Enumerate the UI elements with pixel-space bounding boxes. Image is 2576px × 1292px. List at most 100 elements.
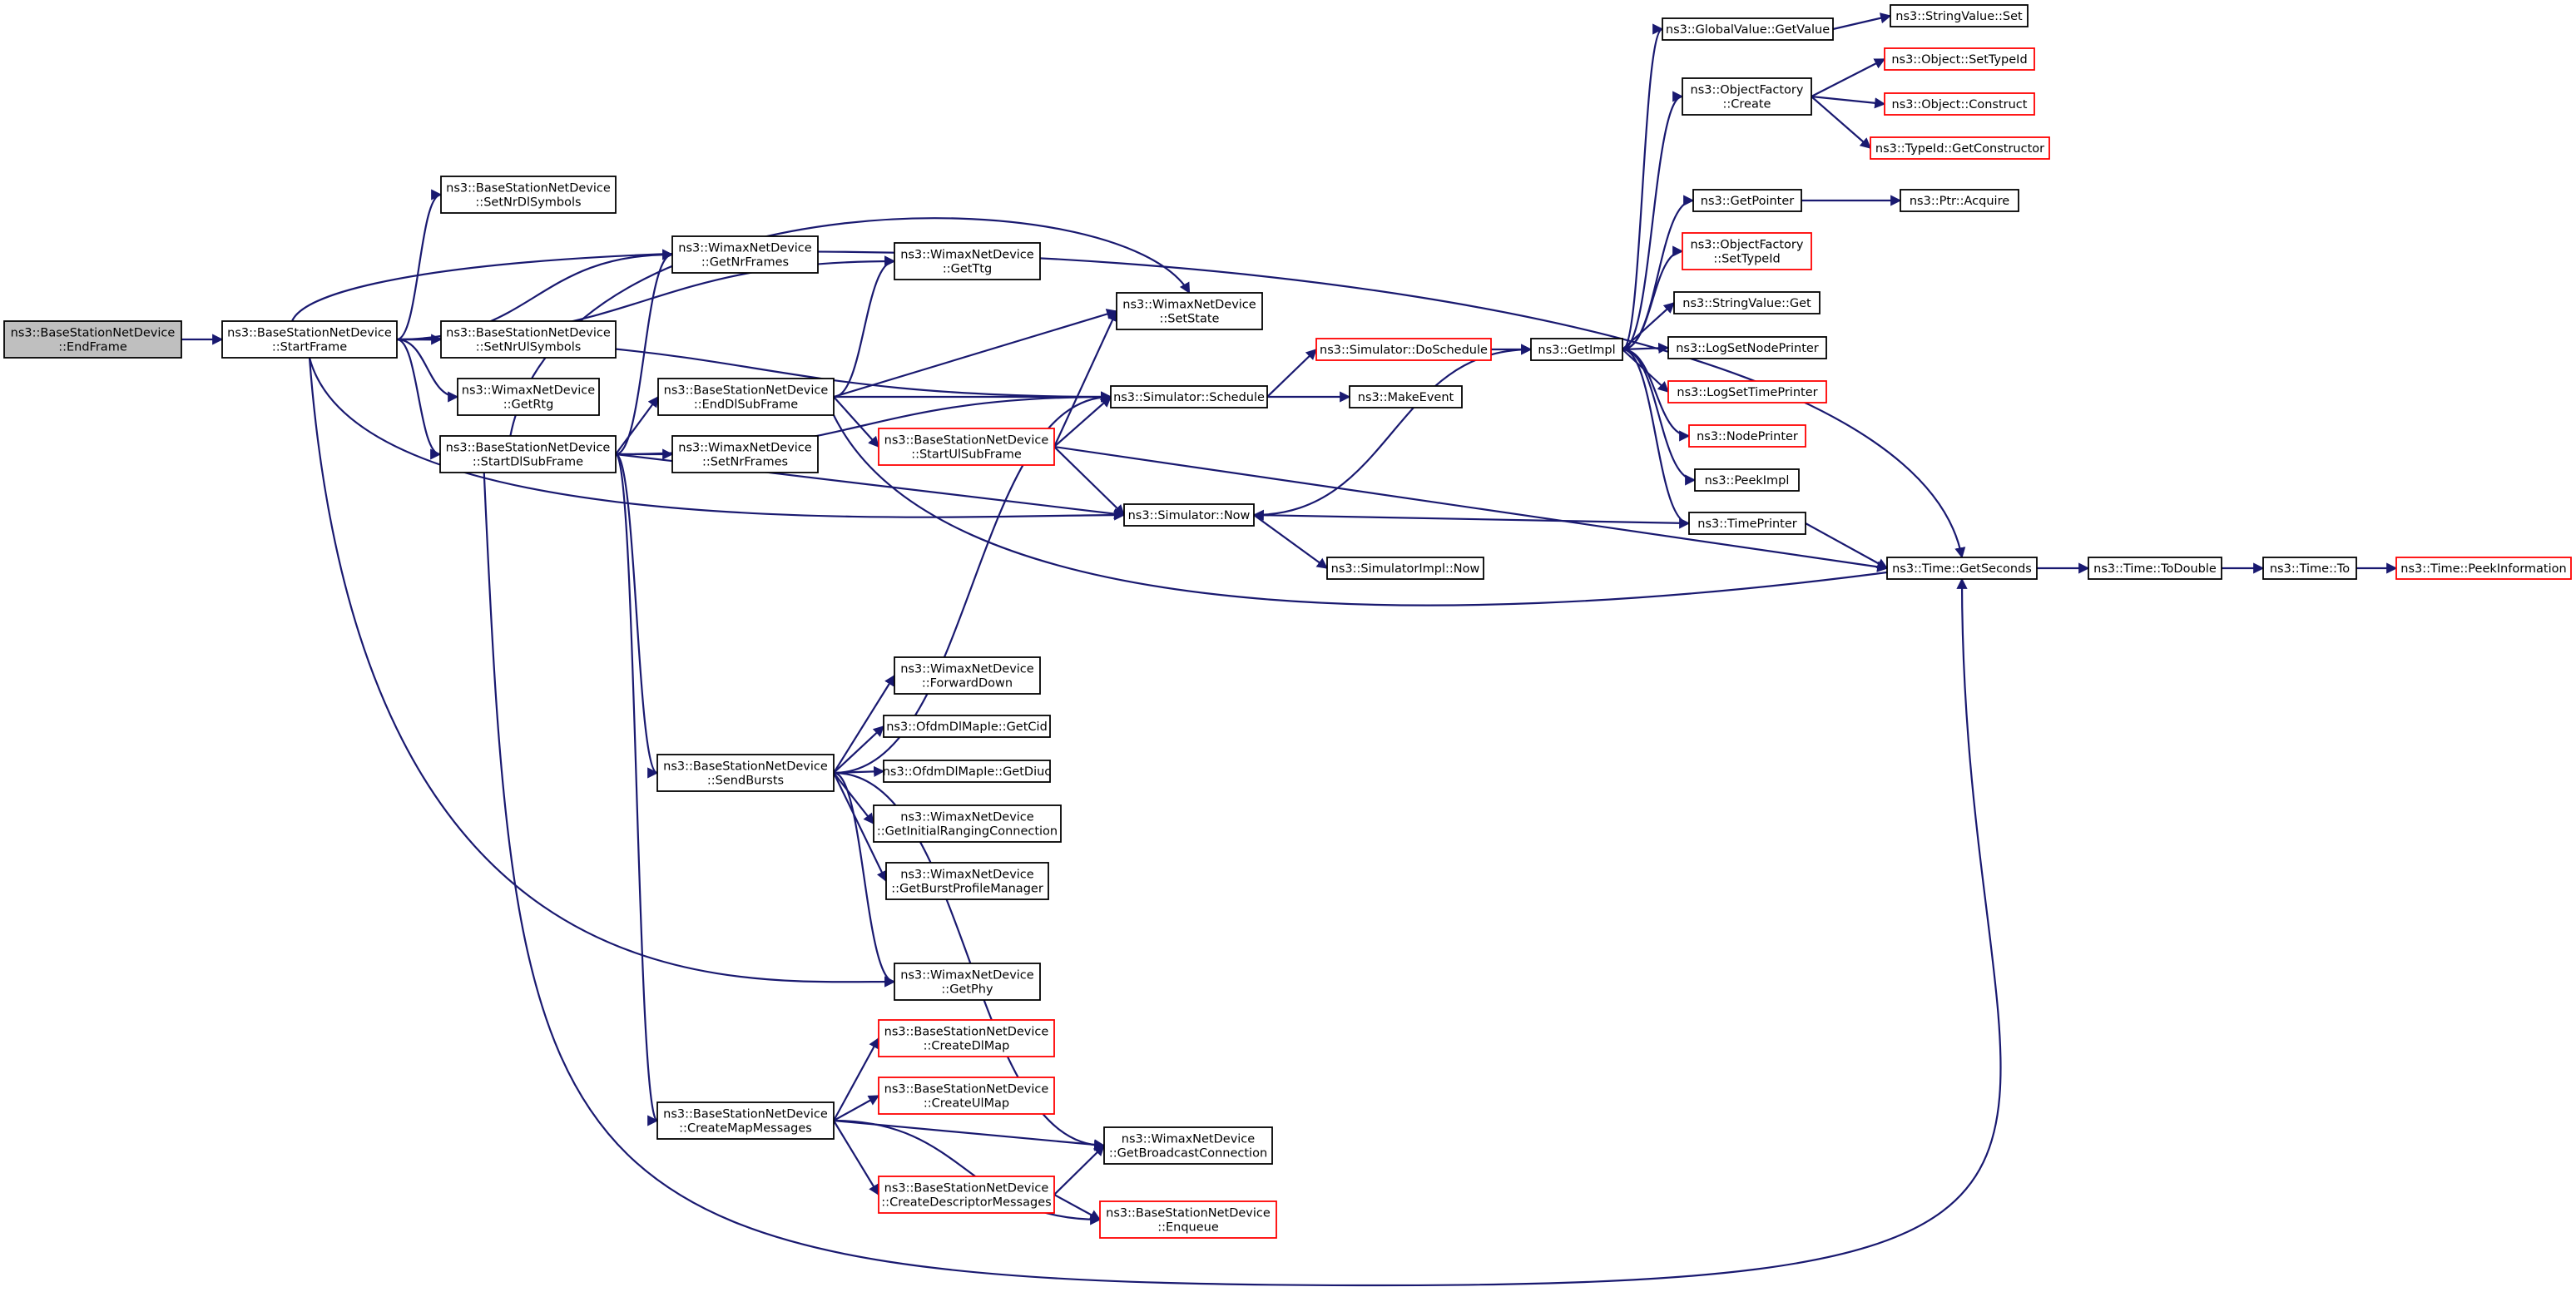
node-setnrframes[interactable]: ns3::WimaxNetDevice::SetNrFrames: [671, 435, 819, 473]
node-startframe[interactable]: ns3::BaseStationNetDevice::StartFrame: [221, 320, 398, 359]
node-startdlsubframe[interactable]: ns3::BaseStationNetDevice::StartDlSubFra…: [439, 435, 617, 473]
node-label: ::StartUlSubFrame: [911, 448, 1022, 462]
node-box: [1692, 189, 1802, 212]
edge-timeprinter-to-now: [1252, 509, 1690, 525]
node-getdiuc[interactable]: ns3::OfdmDlMapIe::GetDiuc: [883, 760, 1052, 783]
node-simimplnow[interactable]: ns3::SimulatorImpl::Now: [1326, 557, 1484, 580]
node-endd-lsubframe[interactable]: ns3::BaseStationNetDevice::EndDlSubFrame: [657, 378, 835, 416]
edge-getimpl-to-timeprinter: [1622, 348, 1691, 529]
node-label: ns3::WimaxNetDevice: [1122, 1133, 1255, 1146]
node-setstate[interactable]: ns3::WimaxNetDevice::SetState: [1116, 292, 1263, 330]
node-label: ns3::Object::Construct: [1892, 98, 2028, 111]
node-getimpl[interactable]: ns3::GetImpl: [1530, 338, 1623, 361]
node-enqueue[interactable]: ns3::BaseStationNetDevice::Enqueue: [1099, 1200, 1277, 1239]
node-label: ns3::ObjectFactory: [1691, 84, 1804, 97]
node-objconstruct[interactable]: ns3::Object::Construct: [1884, 92, 2035, 116]
node-getcid[interactable]: ns3::OfdmDlMapIe::GetCid: [883, 715, 1051, 738]
node-label: ns3::Simulator::DoSchedule: [1320, 344, 1488, 357]
node-logsettimeprinter[interactable]: ns3::LogSetTimePrinter: [1667, 380, 1827, 403]
node-label: ns3::Object::SetTypeId: [1891, 53, 2027, 67]
node-getphy[interactable]: ns3::WimaxNetDevice::GetPhy: [894, 963, 1041, 1001]
node-box: [657, 378, 835, 416]
edge-sendbursts-to-getbroadcast: [833, 771, 1106, 1151]
node-objfactorycreate[interactable]: ns3::ObjectFactory::Create: [1682, 77, 1812, 116]
node-ptracquire[interactable]: ns3::Ptr::Acquire: [1900, 189, 2019, 212]
node-label: ns3::OfdmDlMapIe::GetCid: [886, 720, 1048, 734]
edge-startulsubframe-to-getseconds: [1053, 445, 1889, 572]
node-label: ::GetBurstProfileManager: [891, 883, 1043, 896]
node-box: [221, 320, 398, 359]
node-createulmap[interactable]: ns3::BaseStationNetDevice::CreateUlMap: [878, 1077, 1055, 1115]
edge-startframe-to-now: [308, 357, 1126, 521]
node-setnrdlsymbols[interactable]: ns3::BaseStationNetDevice::SetNrDlSymbol…: [440, 176, 617, 214]
node-box: [1688, 424, 1806, 448]
node-label: ns3::StringValue::Set: [1895, 10, 2023, 23]
node-label: ns3::MakeEvent: [1358, 391, 1454, 404]
node-schedule[interactable]: ns3::Simulator::Schedule: [1110, 385, 1268, 408]
node-doschedule[interactable]: ns3::Simulator::DoSchedule: [1315, 338, 1492, 361]
edge-objfactorycreate-to-typeidgetctor: [1811, 96, 1871, 149]
node-startulsubframe[interactable]: ns3::BaseStationNetDevice::StartUlSubFra…: [878, 428, 1055, 466]
node-getrtg[interactable]: ns3::WimaxNetDevice::GetRtg: [457, 378, 600, 416]
node-makeevent[interactable]: ns3::MakeEvent: [1349, 385, 1463, 408]
edge-timeprinter-to-getseconds: [1805, 522, 1889, 569]
node-timeprinter[interactable]: ns3::TimePrinter: [1688, 512, 1806, 535]
node-objfactorysettypeid[interactable]: ns3::ObjectFactory::SetTypeId: [1682, 232, 1812, 270]
node-label: ns3::WimaxNetDevice: [900, 811, 1033, 824]
node-endframe[interactable]: ns3::BaseStationNetDevice::EndFrame: [3, 320, 182, 359]
node-getburstprofile[interactable]: ns3::WimaxNetDevice::GetBurstProfileMana…: [885, 862, 1049, 900]
node-label: ns3::WimaxNetDevice: [1122, 299, 1256, 312]
node-box: [878, 1176, 1055, 1214]
node-label: ns3::BaseStationNetDevice: [664, 384, 829, 398]
node-sendbursts[interactable]: ns3::BaseStationNetDevice::SendBursts: [656, 754, 835, 792]
call-edges: [181, 12, 2398, 1287]
node-getinitialranging[interactable]: ns3::WimaxNetDevice::GetInitialRangingCo…: [873, 804, 1062, 843]
node-peekinformation[interactable]: ns3::Time::PeekInformation: [2395, 557, 2572, 580]
node-getttg[interactable]: ns3::WimaxNetDevice::GetTtg: [894, 242, 1041, 280]
node-createmapmessages[interactable]: ns3::BaseStationNetDevice::CreateMapMess…: [656, 1101, 835, 1140]
node-createdescriptor[interactable]: ns3::BaseStationNetDevice::CreateDescrip…: [878, 1176, 1055, 1214]
node-getpointer[interactable]: ns3::GetPointer: [1692, 189, 1802, 212]
node-getseconds[interactable]: ns3::Time::GetSeconds: [1886, 557, 2038, 580]
node-label: ::SendBursts: [707, 775, 784, 788]
edge-endd-lsubframe-to-setstate: [833, 309, 1118, 398]
node-label: ::CreateUlMap: [924, 1097, 1009, 1111]
node-box: [1116, 292, 1263, 330]
node-label: ns3::TypeId::GetConstructor: [1875, 142, 2044, 156]
node-setnrulsymbols[interactable]: ns3::BaseStationNetDevice::SetNrUlSymbol…: [440, 320, 617, 359]
node-nodeprinter[interactable]: ns3::NodePrinter: [1688, 424, 1806, 448]
node-stringvalueset[interactable]: ns3::StringValue::Set: [1890, 4, 2029, 27]
node-logsetnodeprinter[interactable]: ns3::LogSetNodePrinter: [1667, 336, 1827, 359]
node-box: [1870, 136, 2050, 160]
node-box: [1673, 291, 1821, 314]
node-box: [671, 235, 819, 274]
node-now[interactable]: ns3::Simulator::Now: [1123, 503, 1255, 527]
edge-createmapmessages-to-enqueue: [833, 1119, 1102, 1225]
node-label: ns3::Time::PeekInformation: [2400, 562, 2566, 576]
node-typeidgetctor[interactable]: ns3::TypeId::GetConstructor: [1870, 136, 2050, 160]
edge-getimpl-to-objfactorycreate: [1622, 91, 1684, 351]
node-label: ns3::SimulatorImpl::Now: [1331, 562, 1480, 576]
edge-getimpl-to-logsettimeprinter: [1622, 349, 1669, 393]
node-getnrframes[interactable]: ns3::WimaxNetDevice::GetNrFrames: [671, 235, 819, 274]
node-label: ::SetNrUlSymbols: [476, 341, 582, 354]
node-globalvalueget[interactable]: ns3::GlobalValue::GetValue: [1662, 17, 1834, 41]
node-getbroadcast[interactable]: ns3::WimaxNetDevice::GetBroadcastConnect…: [1103, 1126, 1273, 1165]
node-createdlmap[interactable]: ns3::BaseStationNetDevice::CreateDlMap: [878, 1019, 1055, 1057]
node-stringvalueget[interactable]: ns3::StringValue::Get: [1673, 291, 1821, 314]
call-nodes: ns3::BaseStationNetDevice::EndFramens3::…: [3, 4, 2572, 1239]
node-timeto[interactable]: ns3::Time::To: [2262, 557, 2357, 580]
node-box: [440, 320, 617, 359]
edge-startframe-to-setnrdlsymbols: [396, 189, 443, 341]
node-label: ns3::Simulator::Schedule: [1113, 391, 1265, 404]
edge-getimpl-to-stringvalueget: [1622, 302, 1675, 350]
node-box: [1110, 385, 1268, 408]
node-todouble[interactable]: ns3::Time::ToDouble: [2088, 557, 2222, 580]
node-label: ns3::BaseStationNetDevice: [663, 1108, 828, 1121]
node-peekimpl[interactable]: ns3::PeekImpl: [1694, 468, 1800, 492]
node-forwarddown[interactable]: ns3::WimaxNetDevice::ForwardDown: [894, 656, 1041, 695]
node-objsettypeid[interactable]: ns3::Object::SetTypeId: [1884, 47, 2035, 71]
node-box: [671, 435, 819, 473]
edge-getimpl-to-peekimpl: [1622, 348, 1697, 486]
